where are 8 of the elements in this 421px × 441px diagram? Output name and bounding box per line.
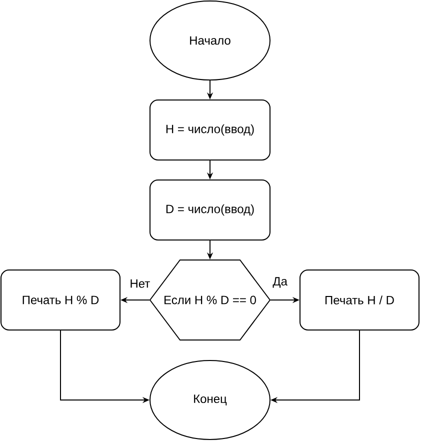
edge-label: Нет	[128, 278, 152, 289]
process-box: Печать H / D	[300, 270, 420, 330]
terminator-oval: Начало	[150, 0, 270, 80]
edge-label: Да	[272, 276, 288, 289]
process-box: H = число(ввод)	[150, 100, 270, 160]
process-box: Печать H % D	[0, 270, 120, 330]
terminator-oval: Конец	[150, 360, 270, 440]
process-box: D = число(ввод)	[150, 180, 270, 240]
